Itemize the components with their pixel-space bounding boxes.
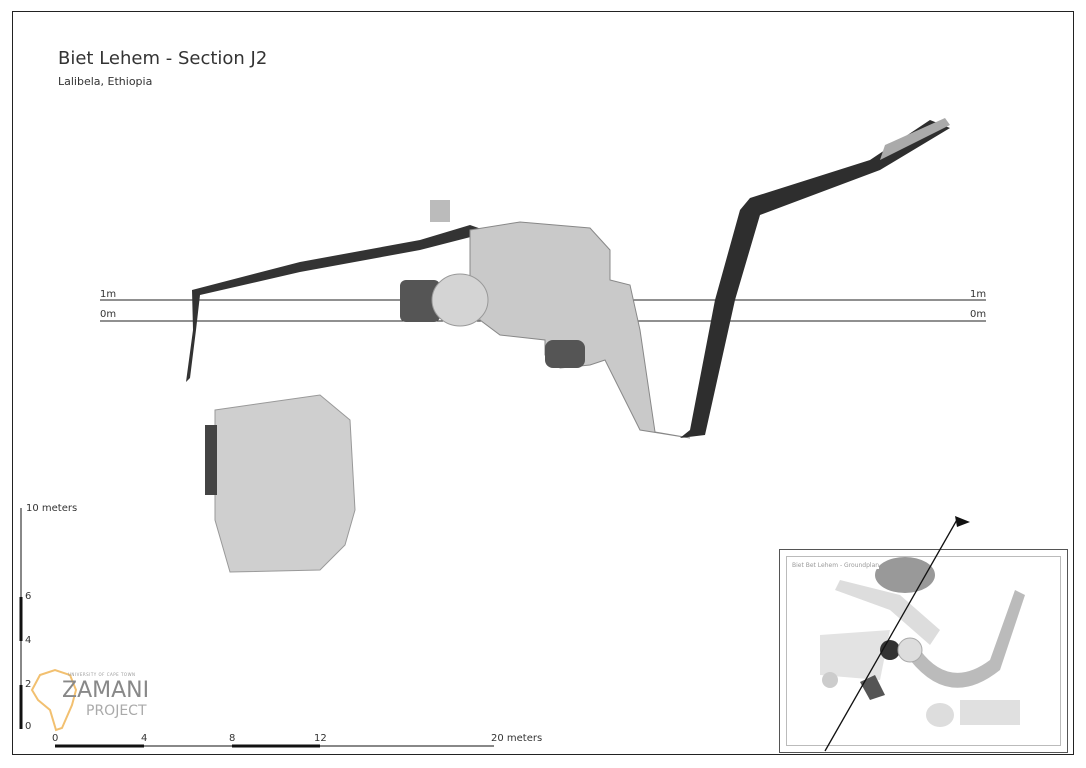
inset-title: Biet Bet Lehem - Groundplan xyxy=(792,562,880,569)
upper-terrain xyxy=(880,118,950,160)
vscale-tick-10: 10 meters xyxy=(26,503,78,514)
hscale-tick-8: 8 xyxy=(229,733,236,744)
vscale-tick-0: 0 xyxy=(25,721,32,732)
wall-top xyxy=(430,200,450,222)
trench-section xyxy=(680,120,950,438)
level-label-1m-left: 1m xyxy=(100,289,117,300)
rock-boulder xyxy=(431,273,489,327)
level-label-0m-right: 0m xyxy=(970,309,987,320)
building-section xyxy=(469,221,691,439)
vscale-tick-4: 4 xyxy=(25,635,32,646)
logo-zamani: ZAMANI xyxy=(62,678,150,703)
lower-chamber xyxy=(545,340,585,368)
dark-block xyxy=(400,280,440,322)
level-label-1m-right: 1m xyxy=(970,289,987,300)
hscale-tick-12: 12 xyxy=(314,733,327,744)
hscale-tick-0: 0 xyxy=(52,733,59,744)
ground-left xyxy=(186,225,490,382)
logo-project: PROJECT xyxy=(86,703,147,719)
hscale-tick-20: 20 meters xyxy=(491,733,543,744)
page-title: Biet Lehem - Section J2 xyxy=(58,48,268,69)
logo-university: UNIVERSITY OF CAPE TOWN xyxy=(68,672,136,677)
groundplan-map xyxy=(820,557,1025,727)
page-subtitle: Lalibela, Ethiopia xyxy=(58,75,153,88)
groundplan-inset: Biet Bet Lehem - Groundplan xyxy=(779,549,1068,753)
elevation-block xyxy=(214,394,356,573)
vscale-tick-2: 2 xyxy=(25,679,32,690)
map-frame xyxy=(12,11,1074,755)
hscale-tick-4: 4 xyxy=(141,733,148,744)
africa-logo-icon xyxy=(30,668,78,732)
level-label-0m-left: 0m xyxy=(100,309,117,320)
elevation-side xyxy=(205,425,217,495)
vscale-tick-6: 6 xyxy=(25,591,32,602)
